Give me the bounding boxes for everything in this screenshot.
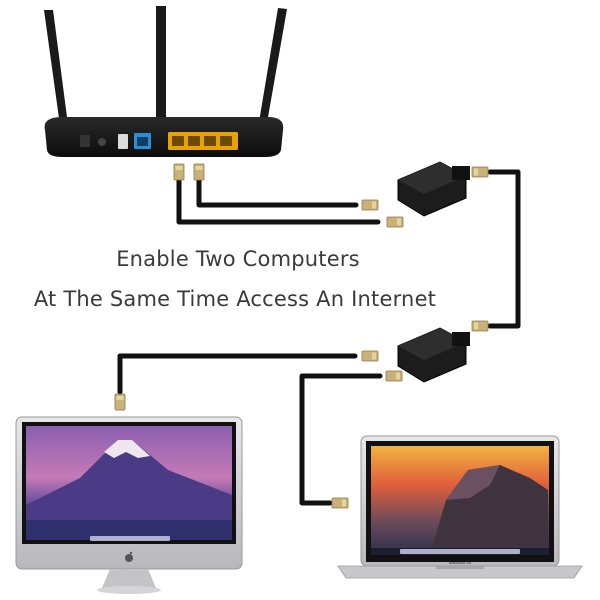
router-antenna-middle xyxy=(156,6,166,140)
router-antenna-right xyxy=(256,8,287,140)
router-antenna-left xyxy=(44,10,70,140)
splitter-icon xyxy=(397,327,470,383)
laptop-badge: MacBook Air xyxy=(449,560,472,565)
router-icon xyxy=(44,6,287,157)
apple-logo-icon xyxy=(125,551,133,562)
power-port xyxy=(80,135,90,147)
splitter-icon xyxy=(397,161,470,217)
desktop-monitor-icon xyxy=(15,416,243,594)
caption-line-2: At The Same Time Access An Internet xyxy=(33,287,437,311)
laptop-icon: MacBook Air xyxy=(337,435,583,579)
caption-line-1: Enable Two Computers xyxy=(116,247,360,271)
ethernet-cables xyxy=(117,169,521,506)
power-button xyxy=(98,138,106,146)
usb-port xyxy=(118,134,128,149)
